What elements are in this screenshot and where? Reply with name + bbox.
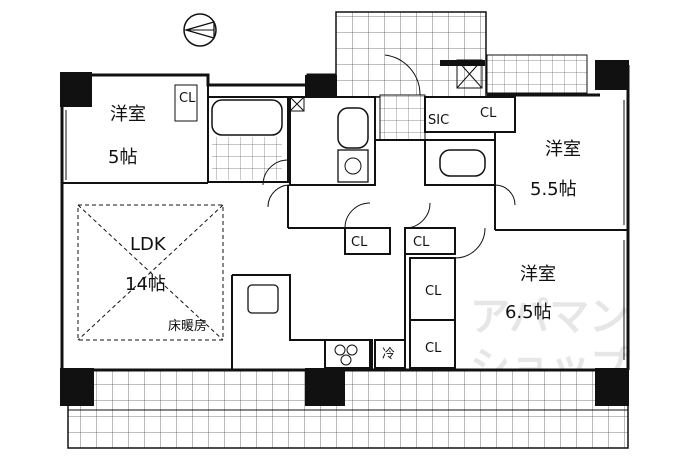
room-size-bottom-right: 6.5帖 bbox=[505, 302, 552, 323]
room-size-left: 5帖 bbox=[108, 147, 137, 168]
room-name-bottom-right: 洋室 bbox=[520, 264, 556, 285]
watermark: アパマン ショップ bbox=[470, 294, 630, 390]
cl-right-1: CL bbox=[425, 284, 442, 299]
cl-middle-1: CL bbox=[351, 235, 368, 250]
fridge-label: 冷 bbox=[382, 347, 395, 362]
side-balcony bbox=[486, 54, 588, 94]
ldk-label: LDK bbox=[130, 234, 167, 255]
toilet bbox=[439, 149, 486, 177]
floor-heating-label: 床暖房 bbox=[168, 318, 207, 334]
cl-sic: CL bbox=[480, 106, 497, 121]
entrance-hall-tiles bbox=[379, 94, 426, 141]
washing-machine-space bbox=[337, 149, 369, 183]
sic-label: SIC bbox=[428, 113, 449, 128]
room-size-top-right: 5.5帖 bbox=[530, 179, 577, 200]
balcony bbox=[67, 369, 629, 449]
washbasin bbox=[337, 107, 369, 149]
stove-icon bbox=[334, 344, 358, 366]
cl-right-2: CL bbox=[425, 341, 442, 356]
bathtub bbox=[211, 99, 283, 136]
cl-left: CL bbox=[179, 91, 196, 106]
floor-heating-area bbox=[77, 204, 224, 341]
room-name-left: 洋室 bbox=[110, 104, 146, 125]
structural-columns bbox=[60, 60, 629, 406]
watermark-line1: アパマン bbox=[470, 294, 629, 340]
kitchen-sink bbox=[247, 284, 279, 314]
compass-icon bbox=[183, 13, 217, 47]
cl-middle-2: CL bbox=[413, 235, 430, 250]
ldk-size: 14帖 bbox=[125, 274, 166, 295]
entrance-porch bbox=[335, 11, 487, 98]
room-name-top-right: 洋室 bbox=[545, 139, 581, 160]
